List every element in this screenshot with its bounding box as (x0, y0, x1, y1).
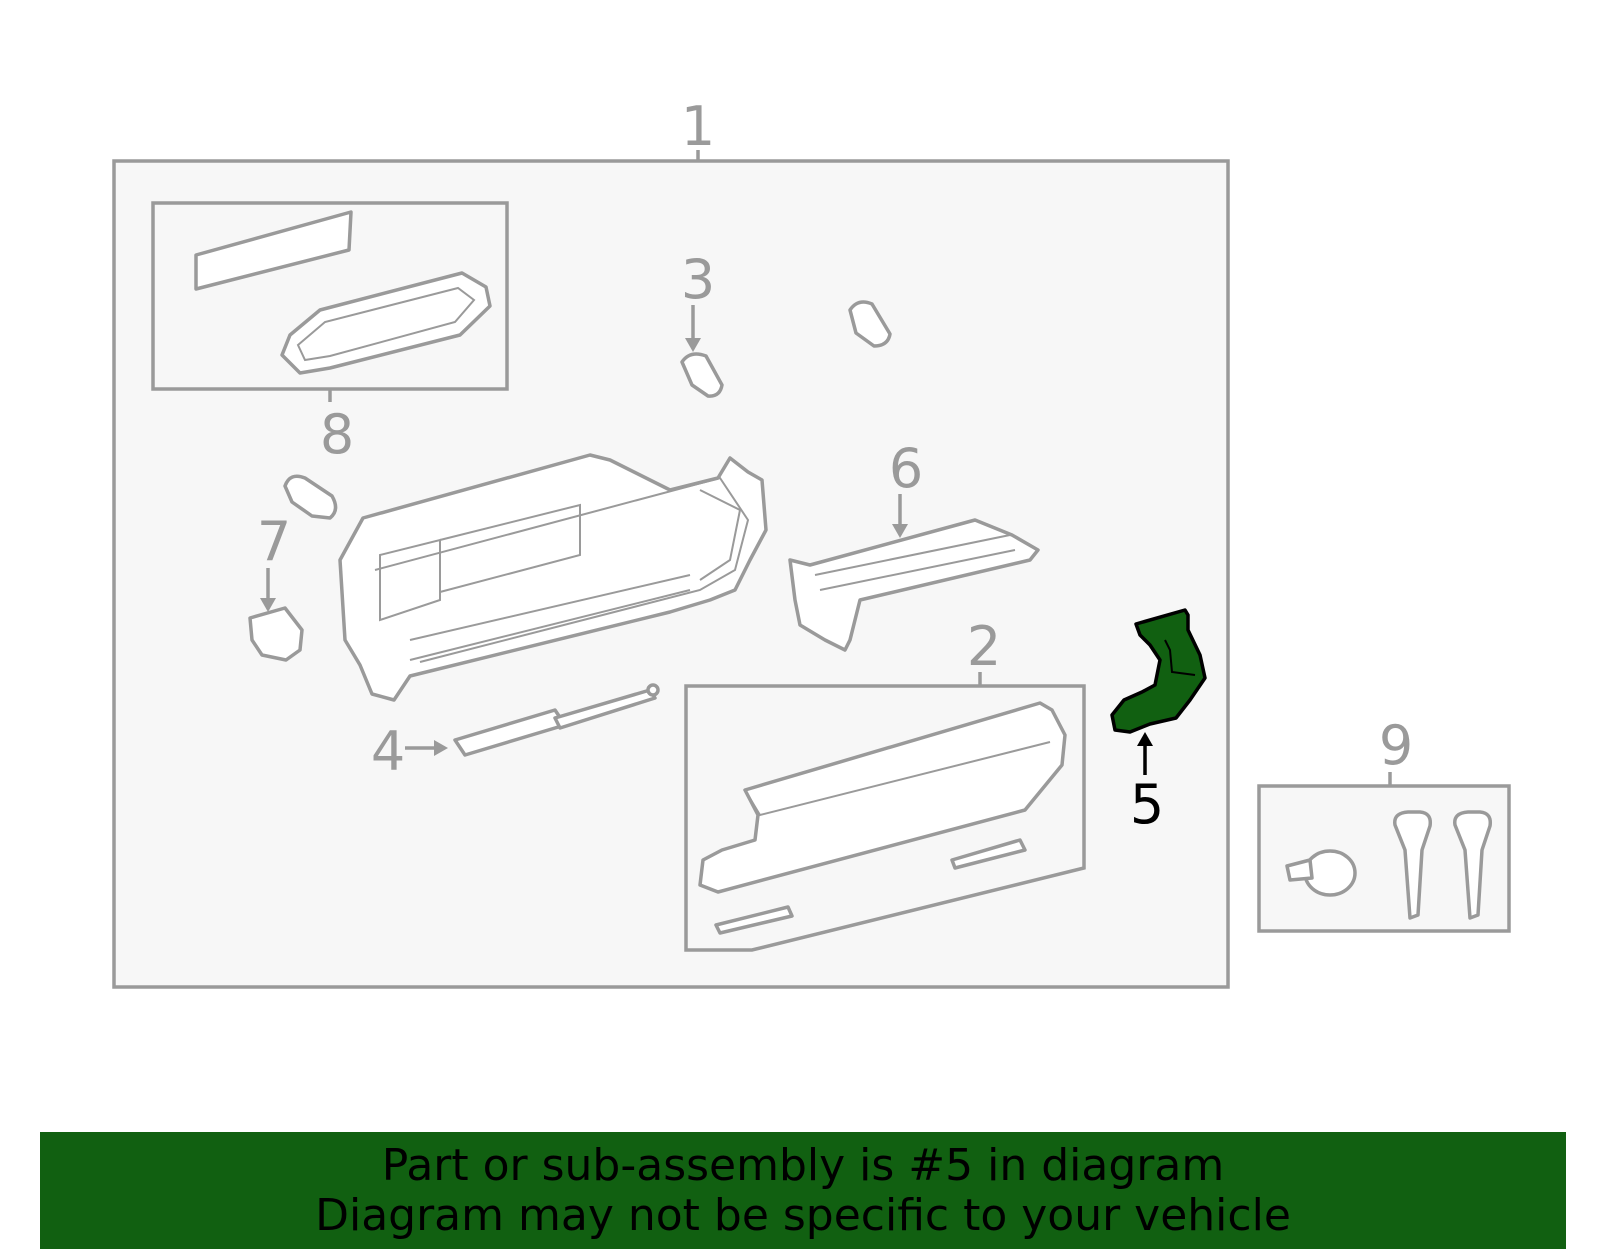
part-2-glove-box-door (684, 672, 1086, 952)
callout-2: 2 (967, 615, 1001, 678)
callout-1: 1 (681, 95, 715, 158)
callout-6: 6 (889, 437, 923, 500)
part-3-clip (680, 300, 892, 398)
callout-4: 4 (371, 720, 405, 783)
callout-7: 7 (257, 510, 291, 573)
glove-box-housing (338, 453, 768, 702)
part-6-stopper (788, 494, 1040, 652)
callout-9: 9 (1379, 714, 1413, 777)
part-5-highlighted (1110, 608, 1207, 775)
banner-line-2: Diagram may not be specific to your vehi… (315, 1189, 1291, 1241)
part-7-bracket (248, 474, 338, 662)
banner-line-1: Part or sub-assembly is #5 in diagram (381, 1139, 1225, 1191)
callout-5: 5 (1130, 773, 1164, 836)
part-9-lock-and-keys (1257, 772, 1511, 933)
callout-8: 8 (320, 403, 354, 466)
info-banner: Part or sub-assembly is #5 in diagram Di… (40, 1132, 1566, 1249)
part-4-damper (405, 683, 660, 757)
callout-3: 3 (681, 248, 715, 311)
part-8-subassembly (151, 201, 509, 402)
